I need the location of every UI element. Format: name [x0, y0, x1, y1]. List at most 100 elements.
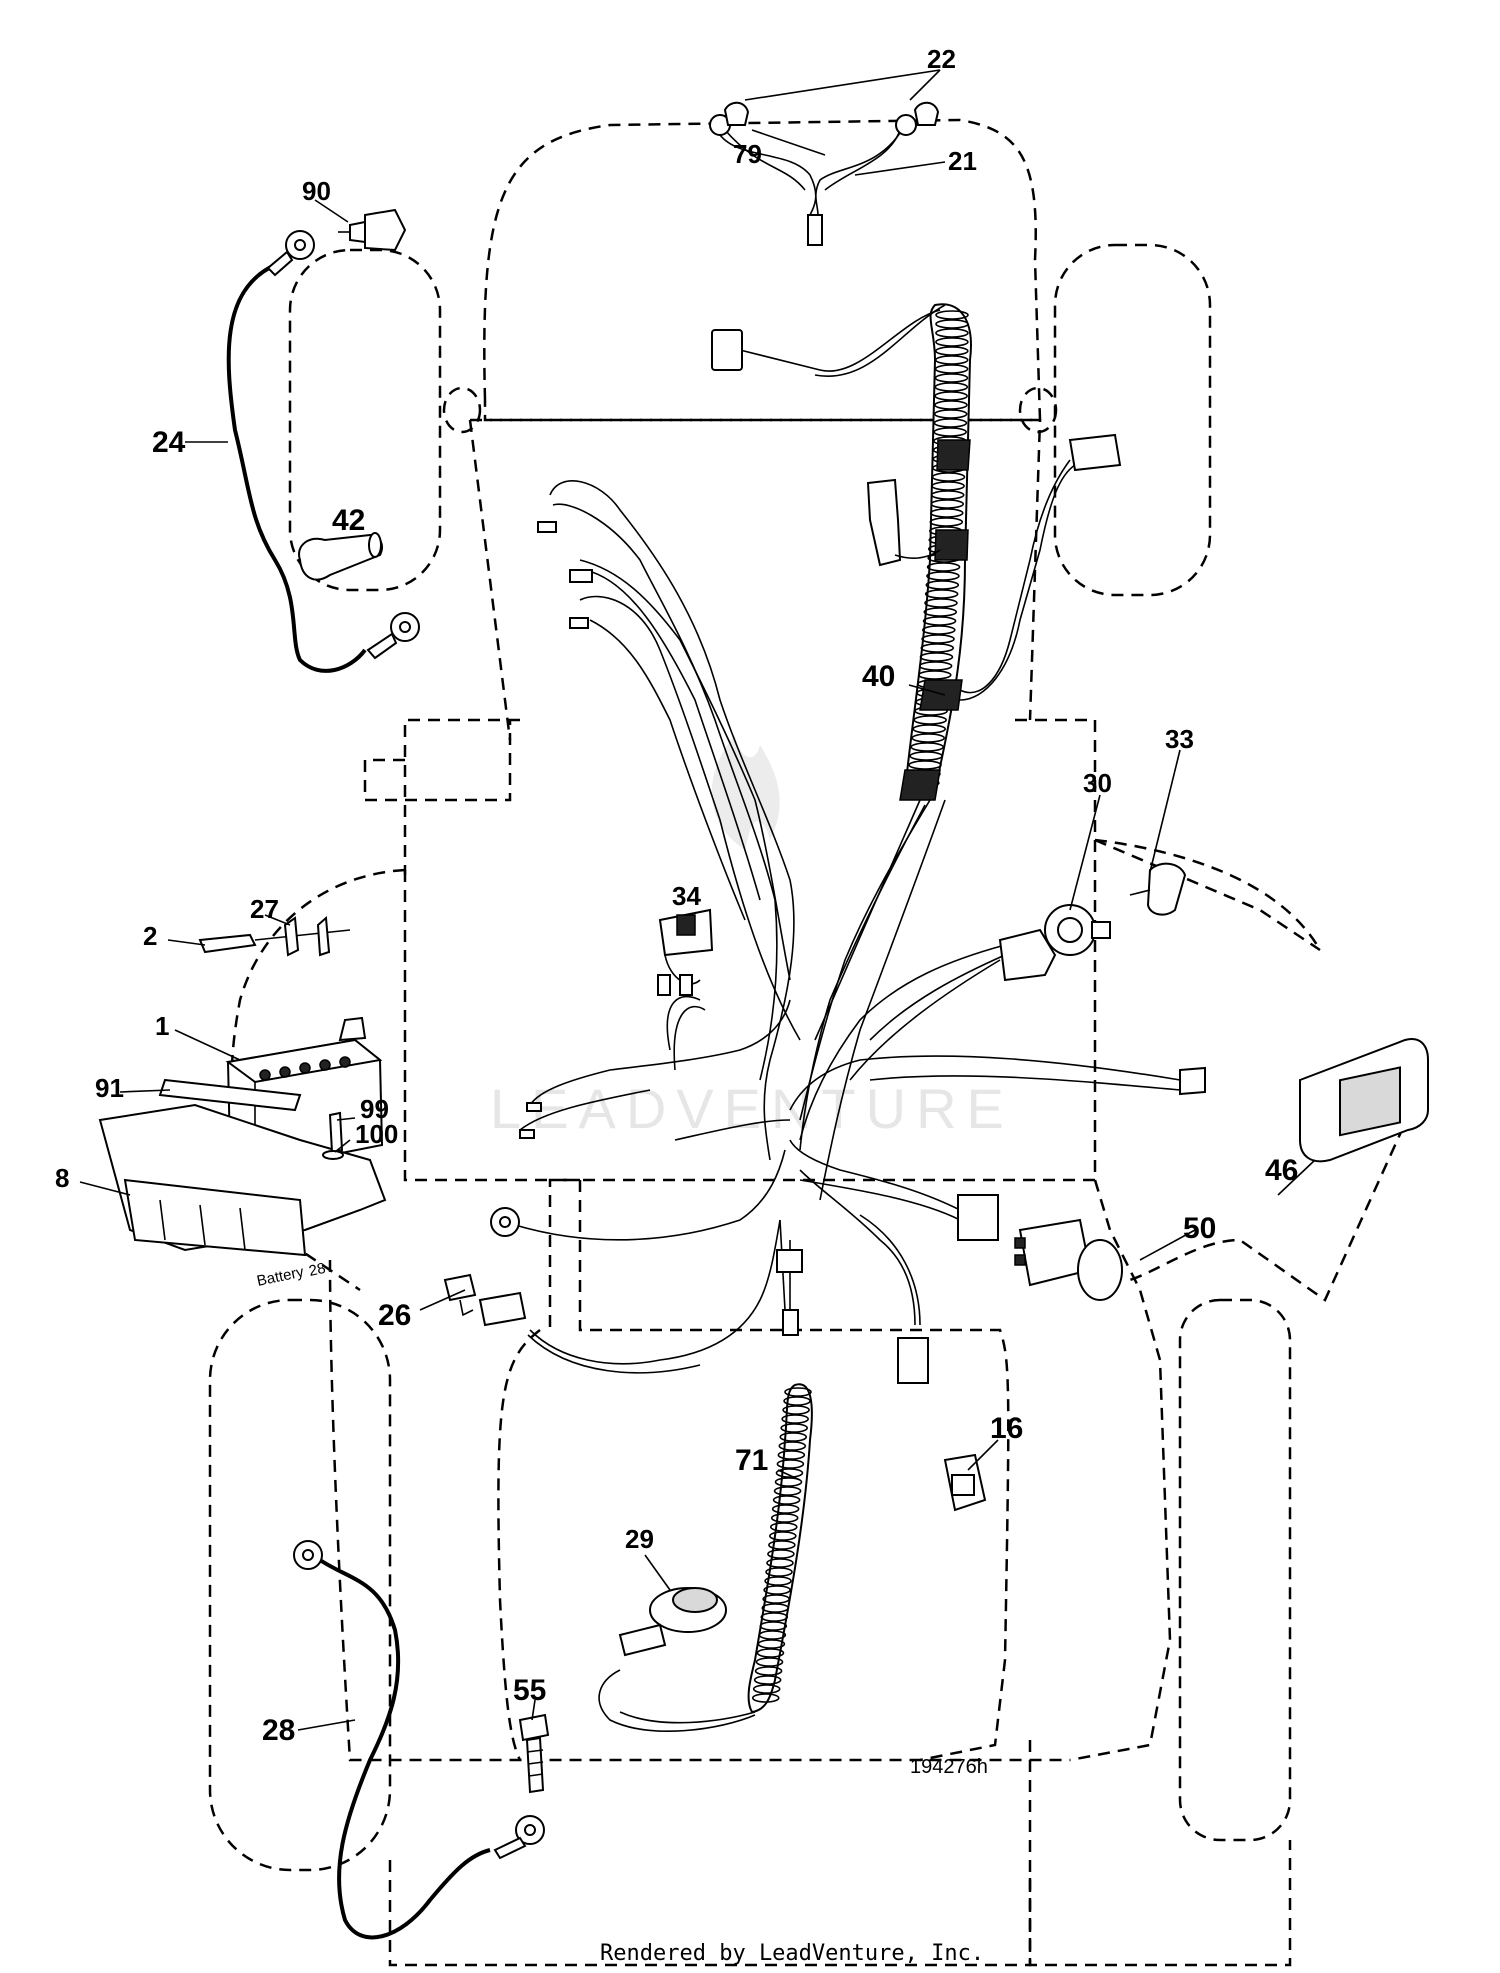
coil-rib: [764, 1576, 792, 1586]
headlight-harness: [709, 101, 940, 246]
coil-rib: [777, 1450, 806, 1460]
coil-rib: [934, 382, 969, 392]
watermark: LEADVENTURE: [490, 735, 1014, 1140]
coil-rib: [935, 310, 969, 320]
coil-rib: [929, 508, 964, 518]
coil-rib: [762, 1594, 790, 1604]
coil-rib: [918, 661, 953, 671]
coil-rib: [769, 1522, 798, 1532]
wire-bundle: [490, 480, 1206, 1384]
coil-rib: [920, 643, 955, 653]
battery-label: Battery: [255, 1263, 306, 1290]
coil-rib: [755, 1657, 784, 1667]
horn-29: [618, 1587, 727, 1657]
harness-loom-71: [598, 1383, 813, 1732]
label-part-71: 71: [735, 1444, 768, 1477]
coil-rib: [767, 1549, 795, 1559]
coil-rib: [922, 616, 957, 626]
label-part-27: 27: [250, 894, 279, 924]
coil-rib: [935, 337, 969, 347]
ignition-switch-30: [1044, 904, 1111, 956]
coil-rib: [924, 598, 958, 608]
coil-rib: [763, 1585, 791, 1595]
coil-rib: [931, 472, 966, 482]
label-part-34: 34: [672, 881, 701, 911]
switch-34: [657, 908, 714, 996]
coil-rib: [760, 1612, 789, 1622]
label-part-42: 42: [332, 504, 365, 537]
coil-rib: [911, 733, 946, 743]
coil-rib: [780, 1423, 809, 1433]
coil-rib: [752, 1684, 781, 1694]
coil-rib: [934, 364, 969, 374]
coil-rib: [765, 1567, 793, 1577]
leader-lines: [79, 69, 1316, 1731]
battery-cable-24: [226, 230, 420, 673]
battery-assembly: [98, 915, 387, 1257]
label-part-55: 55: [513, 1674, 546, 1707]
label-part-26: 26: [378, 1299, 411, 1332]
label-part-99: 99: [360, 1094, 389, 1124]
coil-rib: [912, 724, 947, 734]
coil-rib: [917, 670, 952, 680]
coil-rib: [766, 1558, 794, 1568]
battery-cable-28: [293, 1540, 545, 1940]
label-part-21: 21: [948, 146, 977, 176]
bolt-55: [518, 1713, 550, 1794]
coil-rib: [929, 517, 964, 527]
coil-rib: [934, 373, 969, 383]
coil-rib: [770, 1513, 799, 1523]
seat-switch-16: [943, 1453, 987, 1512]
coil-rib: [908, 760, 942, 770]
coil-rib: [935, 328, 969, 338]
harness-loom-40: [711, 303, 1122, 801]
terminal-boot-90: [338, 208, 407, 252]
coil-rib: [775, 1468, 804, 1478]
coil-rib: [784, 1387, 812, 1397]
coil-rib: [934, 391, 968, 401]
coil-ribs-71: [751, 1387, 812, 1703]
coil-rib: [931, 481, 965, 491]
coil-rib: [771, 1504, 800, 1514]
coil-rib: [933, 427, 967, 437]
label-part-16: 16: [990, 1412, 1023, 1445]
coil-rib: [933, 409, 968, 419]
label-part-79: 79: [733, 139, 762, 169]
label-part-91: 91: [95, 1073, 124, 1103]
label-part-46: 46: [1265, 1154, 1298, 1187]
coil-rib: [933, 418, 968, 428]
coil-rib: [919, 652, 954, 662]
coil-rib: [757, 1639, 786, 1649]
coil-rib: [930, 490, 965, 500]
coil-rib: [759, 1621, 788, 1631]
label-part-1: 1: [155, 1011, 169, 1041]
coil-rib: [910, 742, 944, 752]
watermark-text: LEADVENTURE: [490, 1077, 1014, 1140]
coil-rib: [761, 1603, 790, 1613]
label-part-30: 30: [1083, 768, 1112, 798]
coil-rib: [935, 346, 969, 356]
label-part-22: 22: [927, 44, 956, 74]
part-labels: 22 79 21 90 24 42 40 33 30 34 2 27 1 91 …: [55, 44, 1298, 1778]
coil-rib: [751, 1693, 780, 1703]
coil-rib: [779, 1432, 808, 1442]
coil-rib: [778, 1441, 807, 1451]
coil-rib: [925, 580, 960, 590]
coil-rib: [776, 1459, 805, 1469]
coil-rib: [756, 1648, 785, 1658]
label-part-50: 50: [1183, 1212, 1216, 1245]
coil-rib: [924, 589, 959, 599]
coil-rib: [921, 634, 955, 644]
label-part-33: 33: [1165, 724, 1194, 754]
label-part-40: 40: [862, 660, 895, 693]
pto-switch-50: [1014, 1218, 1123, 1301]
coil-rib: [926, 562, 961, 572]
chassis-outline: [208, 118, 1422, 1967]
coil-rib: [922, 625, 956, 635]
footer-credit: Rendered by LeadVenture, Inc.: [600, 1941, 984, 1966]
coil-rib: [934, 355, 969, 365]
coil-rib: [926, 571, 960, 581]
coil-rib: [769, 1531, 797, 1541]
label-part-100: 100: [355, 1119, 398, 1149]
